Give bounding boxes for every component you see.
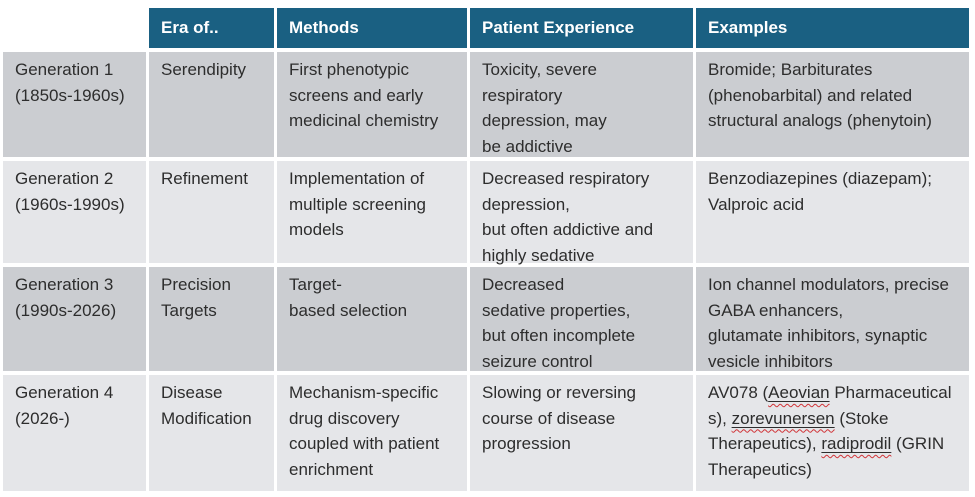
- cell-generation-4-patient-experience: Slowing or reversing course of disease p…: [470, 375, 693, 491]
- cell-generation-1-examples: Bromide; Barbiturates (phenobarbital) an…: [696, 52, 969, 157]
- cell-generation-3-era: Precision Targets: [149, 267, 274, 371]
- header-cell-methods: Methods: [277, 8, 467, 48]
- cell-generation-3-label: Generation 3 (1990s-2026): [3, 267, 146, 371]
- generations-table: Era of.. Methods Patient Experience Exam…: [3, 8, 969, 491]
- header-cell-blank: [3, 8, 146, 48]
- cell-generation-3-methods: Target- based selection: [277, 267, 467, 371]
- cell-generation-4-methods: Mechanism-specific drug discovery couple…: [277, 375, 467, 491]
- cell-generation-2-label: Generation 2 (1960s-1990s): [3, 161, 146, 263]
- header-cell-era: Era of..: [149, 8, 274, 48]
- cell-generation-2-era: Refinement: [149, 161, 274, 263]
- cell-generation-4-label: Generation 4 (2026-): [3, 375, 146, 491]
- cell-generation-1-label: Generation 1 (1850s-1960s): [3, 52, 146, 157]
- cell-generation-1-patient-experience: Toxicity, severe respiratory depression,…: [470, 52, 693, 157]
- cell-generation-2-methods: Implementation of multiple screening mod…: [277, 161, 467, 263]
- cell-generation-2-patient-experience: Decreased respiratory depression, but of…: [470, 161, 693, 265]
- misspelled-word: zorevunersen: [731, 408, 835, 428]
- cell-generation-2-examples: Benzodiazepines (diazepam); Valproic aci…: [696, 161, 969, 263]
- cell-generation-1-era: Serendipity: [149, 52, 274, 157]
- header-cell-patient-experience: Patient Experience: [470, 8, 693, 48]
- header-cell-examples: Examples: [696, 8, 969, 48]
- cell-generation-4-era: Disease Modification: [149, 375, 274, 491]
- cell-generation-1-methods: First phenotypic screens and early medic…: [277, 52, 467, 157]
- cell-generation-3-examples: Ion channel modulators, precise GABA enh…: [696, 267, 969, 371]
- misspelled-word: Aeovian: [768, 383, 830, 402]
- misspelled-word: radiprodil: [821, 434, 892, 453]
- cell-generation-4-examples: AV078 (Aeovian Pharmaceutical s), zorevu…: [696, 375, 969, 491]
- cell-generation-3-patient-experience: Decreased sedative properties, but often…: [470, 267, 693, 371]
